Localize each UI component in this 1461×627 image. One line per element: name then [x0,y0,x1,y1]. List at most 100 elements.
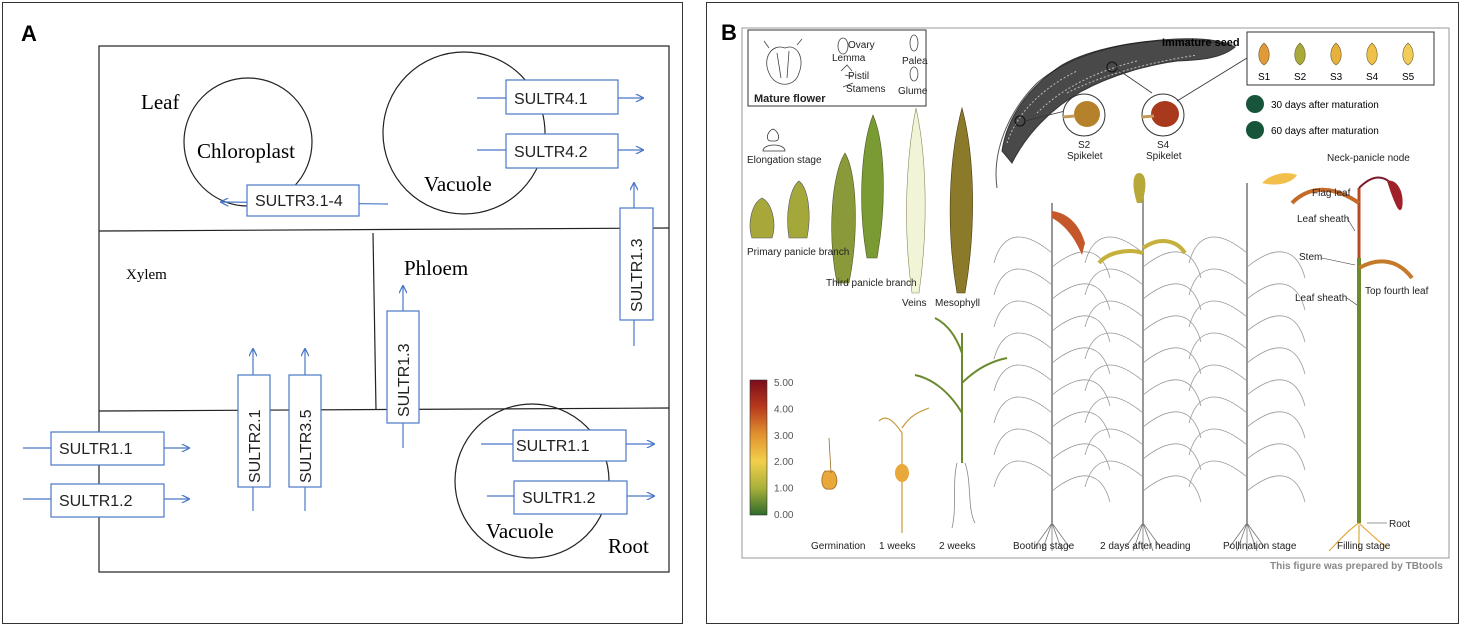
leaf-sheath-2-label: Leaf sheath [1295,293,1347,304]
plant-leaf [1142,347,1202,375]
plant-leaf [993,364,1053,392]
stage-labels: Germination 1 weeks 2 weeks Booting stage 2 … [811,541,1391,552]
booting-leaf [1052,211,1085,255]
plant-leaf [1246,283,1306,311]
plant-leaf [1188,428,1248,456]
region-xylem: Xylem [126,267,167,283]
panel-b-letter: B [721,20,737,45]
plant-leaf [1051,251,1111,279]
root-vacuole-label: Vacuole [486,519,554,543]
plant-frame [98,45,670,573]
panel-b-figure: B Mature flower Ovary Lemma Palea Pistil… [721,20,1450,572]
panicle-illustration [995,38,1236,189]
plant-leaf [993,396,1053,424]
palea-label: Palea [902,56,928,67]
sultr314-label: SULTR3.1-4 [255,193,343,210]
plant-leaf [1051,315,1111,343]
pistil-label: Pistil [848,71,869,82]
color-scale-ticks: 5.004.003.002.001.000.00 [774,378,794,521]
seed-30d-label: 30 days after maturation [1271,100,1379,111]
leaf-divider [98,227,670,232]
plant-leaf [1246,251,1306,279]
heading-leaves [1097,239,1187,265]
plant-leaf [1084,460,1144,488]
plant-root [1033,522,1071,552]
plant-root [1124,522,1162,552]
plant-leaf [1051,379,1111,407]
growth-stage-plants [821,317,1008,533]
root-divider [98,407,670,412]
scale-tick-label: 3.00 [774,431,794,442]
neck-node-label: Neck-panicle node [1327,153,1410,164]
seed-30d-icon [1246,95,1264,113]
plant-leaf [1188,332,1248,360]
ovary-label: Ovary [848,40,875,51]
seed-s4-icon [1366,42,1378,66]
sultr42-label: SULTR4.2 [514,144,588,161]
plant-leaf [1188,236,1248,264]
scale-tick-label: 5.00 [774,378,794,389]
sultr11-vac-label: SULTR1.1 [516,438,590,455]
sultr13-leaf-label: SULTR1.3 [629,238,646,312]
stage-label: Booting stage [1013,541,1075,552]
seed-s4-label: S4 [1366,72,1379,83]
seed-s1-label: S1 [1258,72,1271,83]
plant-leaf [1084,332,1144,360]
region-root: Root [608,534,649,558]
stage-label: 2 weeks [939,541,976,552]
leaf-sheath-1-label: Leaf sheath [1297,214,1349,225]
credit-text: This figure was prepared by TBtools [1270,561,1443,572]
plant-leaf [993,332,1053,360]
veins-label: Veins [902,298,926,309]
sultr13-phloem-label: SULTR1.3 [396,343,413,417]
panel-a: A Leaf Xylem Phloem Root Chloroplast Vac… [2,2,683,624]
pollination-panicle [1262,173,1297,185]
spikelet-s2-stage: S2 [1078,140,1091,151]
root-label: Root [1389,519,1410,530]
seed-s5-label: S5 [1402,72,1415,83]
sultr11-out-label: SULTR1.1 [59,441,133,458]
plant-leaf [1142,411,1202,439]
figure-frame [741,27,1450,559]
plant-leaf [1142,251,1202,279]
region-phloem: Phloem [404,256,468,280]
panel-a-diagram: A Leaf Xylem Phloem Root Chloroplast Vac… [21,21,670,573]
plant-leaf [993,428,1053,456]
plant-leaf [1051,347,1111,375]
plant-leaf [1051,443,1111,471]
heading-panicle [1133,173,1146,203]
spikelet-s4-stage: S4 [1157,140,1170,151]
elongation-label: Elongation stage [747,155,822,166]
plant-leaf [1051,411,1111,439]
plant-leaf [1142,443,1202,471]
leaf-vacuole-label: Vacuole [424,172,492,196]
stage-label: 2 days after heading [1100,541,1191,552]
plant-root [1228,522,1266,552]
plant-leaf [993,460,1053,488]
region-leaf: Leaf [141,90,179,114]
third-branch-label: Third panicle branch [826,278,917,289]
plant-leaf [1246,443,1306,471]
seed-s2-icon [1294,42,1306,66]
stage-label: Germination [811,541,865,552]
seed-s3-label: S3 [1330,72,1343,83]
seed-s5-icon [1402,42,1414,66]
plant-leaf [1246,411,1306,439]
sultr12-vac-label: SULTR1.2 [522,490,596,507]
plant-leaf [1246,315,1306,343]
seed-s1-icon [1258,42,1270,66]
scale-tick-label: 4.00 [774,404,794,415]
panel-a-letter: A [21,21,37,46]
primary-branch-label: Primary panicle branch [747,247,849,258]
plant-leaf [1084,396,1144,424]
plant-leaf [1142,379,1202,407]
stage-label: Filling stage [1337,541,1391,552]
stage-label: 1 weeks [879,541,916,552]
seed-60d-icon [1246,121,1264,139]
plant-leaf [1188,268,1248,296]
xylem-phloem-divider [372,232,377,411]
plant-leaf [993,236,1053,264]
stem-label: Stem [1299,252,1322,263]
flower-title: Mature flower [754,93,826,105]
seed-s3-icon [1330,42,1342,66]
